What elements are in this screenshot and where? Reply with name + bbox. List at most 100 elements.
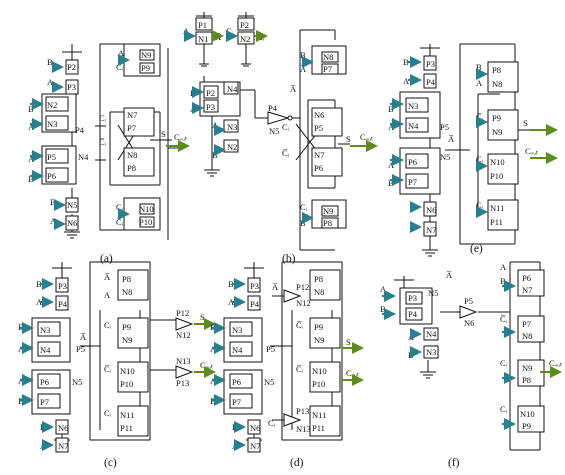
svg-text:Cᵢ: Cᵢ [116, 62, 124, 72]
mosfet-p2 [65, 59, 79, 75]
svg-text:A̅: A̅ [272, 282, 279, 292]
svg-text:N8: N8 [127, 150, 137, 160]
svg-text:P1: P1 [198, 20, 207, 30]
svg-text:N7: N7 [314, 150, 324, 160]
svg-text:N8: N8 [522, 331, 532, 341]
svg-text:N7: N7 [127, 110, 137, 120]
svg-text:P4: P4 [408, 309, 418, 319]
svg-text:B: B [500, 276, 506, 286]
panel-d: P3 P4 N3 N4 P5 P6 P7 N5 N6 N7 P12 N12 P8… [210, 261, 364, 469]
svg-text:N5: N5 [67, 200, 77, 210]
svg-text:P13: P13 [176, 378, 189, 388]
svg-text:C̅ᵢ: C̅ᵢ [500, 314, 508, 324]
svg-text:N7: N7 [426, 225, 436, 235]
svg-text:P9: P9 [141, 63, 150, 73]
svg-text:P3: P3 [206, 102, 215, 112]
svg-text:P8: P8 [314, 274, 323, 284]
svg-text:P10: P10 [490, 171, 503, 181]
svg-text:A̅: A̅ [448, 134, 455, 144]
svg-text:N1: N1 [198, 34, 208, 44]
svg-text:P3: P3 [408, 293, 417, 303]
svg-text:A: A [228, 297, 235, 307]
svg-text:N7: N7 [522, 285, 532, 295]
svg-text:P3: P3 [58, 281, 67, 291]
svg-text:Cₒᵤₜ: Cₒᵤₜ [360, 132, 374, 142]
svg-text:A: A [36, 297, 43, 307]
svg-text:Cᵢ: Cᵢ [476, 200, 484, 210]
svg-text:Cᵢ: Cᵢ [99, 113, 107, 123]
svg-text:N3: N3 [426, 347, 436, 357]
svg-text:P4: P4 [268, 103, 278, 113]
svg-text:P4: P4 [250, 299, 260, 309]
svg-text:A̅: A̅ [80, 332, 87, 342]
svg-text:N8: N8 [323, 52, 333, 62]
svg-text:P11: P11 [120, 423, 133, 433]
svg-text:P3: P3 [426, 59, 435, 69]
svg-text:N9: N9 [122, 335, 132, 345]
svg-text:B: B [212, 150, 218, 160]
svg-text:P9: P9 [122, 322, 131, 332]
svg-text:P9: P9 [522, 421, 531, 431]
svg-text:N3: N3 [40, 325, 50, 335]
svg-text:P10: P10 [312, 379, 325, 389]
svg-text:Cᵢ: Cᵢ [104, 408, 112, 418]
svg-text:B: B [36, 279, 42, 289]
svg-text:P8: P8 [127, 163, 136, 173]
svg-text:P7: P7 [127, 123, 136, 133]
svg-text:N5: N5 [72, 377, 82, 387]
svg-text:N2: N2 [47, 100, 57, 110]
svg-text:N8: N8 [492, 79, 502, 89]
panel-e: P3 P4 N3 N4 P5 P6 P7 N5 N6 N7 P8 N8 P9 N… [388, 43, 558, 257]
svg-text:N4: N4 [408, 121, 419, 131]
svg-text:A: A [403, 76, 410, 86]
svg-text:P8: P8 [323, 218, 332, 228]
svg-text:B: B [476, 62, 482, 72]
svg-text:P8: P8 [522, 375, 531, 385]
svg-text:N3: N3 [47, 119, 57, 129]
svg-text:P10: P10 [120, 379, 133, 389]
svg-text:N9: N9 [141, 50, 151, 60]
svg-text:N11: N11 [490, 203, 504, 213]
svg-text:B: B [47, 57, 53, 67]
svg-text:B: B [388, 178, 394, 188]
svg-text:N4: N4 [40, 345, 51, 355]
svg-text:B: B [28, 104, 34, 114]
svg-text:P5: P5 [314, 123, 323, 133]
svg-text:A: A [500, 262, 507, 272]
svg-text:Cᵢ: Cᵢ [104, 320, 112, 330]
panel-b: P2 P3 N4 N3 N2 P4 N5 N8 P7 N6 P5 N7 P6 N… [190, 29, 378, 265]
svg-text:N12: N12 [296, 298, 311, 308]
svg-text:P4: P4 [58, 299, 68, 309]
svg-text:N8: N8 [122, 287, 132, 297]
svg-text:P7: P7 [323, 64, 332, 74]
svg-text:P6: P6 [522, 273, 531, 283]
svg-text:Cᵢ: Cᵢ [300, 202, 308, 212]
svg-text:N3: N3 [232, 325, 242, 335]
svg-text:S: S [161, 129, 166, 139]
svg-text:C̅ᵢ: C̅ᵢ [296, 320, 304, 330]
svg-text:Cᵢ: Cᵢ [476, 154, 484, 164]
svg-text:Cᵢ: Cᵢ [500, 404, 508, 414]
svg-text:A̅: A̅ [290, 84, 297, 94]
svg-text:Cᵢ: Cᵢ [116, 202, 124, 212]
svg-text:N8: N8 [314, 287, 324, 297]
svg-text:Cᵢ: Cᵢ [268, 418, 276, 428]
svg-text:P7: P7 [232, 397, 241, 407]
svg-text:A: A [183, 26, 190, 36]
svg-text:P9: P9 [492, 113, 501, 123]
svg-text:C̅ᵢ: C̅ᵢ [296, 364, 304, 374]
svg-text:B: B [50, 197, 56, 207]
svg-text:A: A [28, 122, 35, 132]
svg-text:N10: N10 [139, 204, 154, 214]
svg-text:N6: N6 [314, 110, 324, 120]
svg-text:N11: N11 [312, 410, 326, 420]
svg-text:P10: P10 [139, 217, 152, 227]
svg-text:P7: P7 [522, 319, 531, 329]
svg-text:N13: N13 [176, 356, 191, 366]
caption-b: (b) [282, 253, 296, 265]
svg-text:Cₒᵤₜ: Cₒᵤₜ [549, 358, 563, 368]
svg-text:A: A [104, 290, 111, 300]
svg-text:P6: P6 [47, 171, 56, 181]
svg-text:P4: P4 [75, 125, 85, 135]
svg-text:P11: P11 [312, 423, 325, 433]
